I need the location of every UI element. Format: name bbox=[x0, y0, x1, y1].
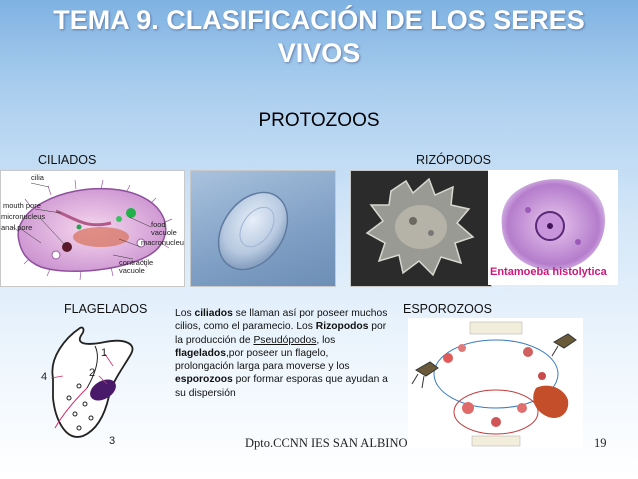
slide-subtitle: PROTOZOOS bbox=[258, 110, 380, 131]
label-mouth-pore: mouth pore bbox=[3, 201, 41, 210]
flagellate-number-2: 2 bbox=[89, 367, 95, 379]
flagellate-diagram: 1 2 3 4 bbox=[35, 318, 165, 448]
label-rizopodos: RIZÓPODOS bbox=[416, 153, 492, 167]
page-number: 19 bbox=[594, 436, 607, 450]
flagellate-number-3: 3 bbox=[109, 435, 115, 447]
label-micronucleus: micronucleus bbox=[1, 212, 45, 221]
entamoeba-micrograph: Entamoeba histolytica bbox=[488, 170, 618, 285]
label-cilia: cilia bbox=[31, 173, 45, 182]
term-rizopodos: Rizopodos bbox=[315, 321, 369, 333]
label-esporozoos: ESPOROZOOS bbox=[403, 302, 492, 316]
paramecium-diagram: cilia mouth pore micronucleus anal pore … bbox=[0, 170, 185, 287]
label-macronucleus: macronucleus bbox=[141, 238, 184, 247]
entamoeba-caption: Entamoeba histolytica bbox=[490, 266, 607, 278]
flagellate-number-1: 1 bbox=[101, 347, 107, 359]
flagellate-number-4: 4 bbox=[41, 371, 47, 383]
term-pseudopodos: Pseudópodos bbox=[253, 334, 317, 346]
ciliate-micrograph bbox=[190, 170, 336, 287]
footer-text: Dpto.CCNN IES SAN ALBINO bbox=[245, 436, 408, 450]
label-ciliados: CILIADOS bbox=[38, 153, 97, 167]
slide-title: TEMA 9. CLASIFICACIÓN DE LOS SERES VIVOS bbox=[53, 5, 585, 68]
esporozoos-lifecycle-diagram bbox=[408, 318, 583, 448]
amoeba-micrograph bbox=[350, 170, 492, 287]
description-text: Los ciliados se llaman así por poseer mu… bbox=[175, 308, 388, 399]
term-esporozoos: esporozoos bbox=[175, 374, 233, 386]
term-ciliados: ciliados bbox=[194, 308, 233, 319]
label-flagelados: FLAGELADOS bbox=[64, 302, 148, 316]
term-flagelados: flagelados bbox=[175, 347, 226, 359]
label-anal-pore: anal pore bbox=[1, 223, 32, 232]
